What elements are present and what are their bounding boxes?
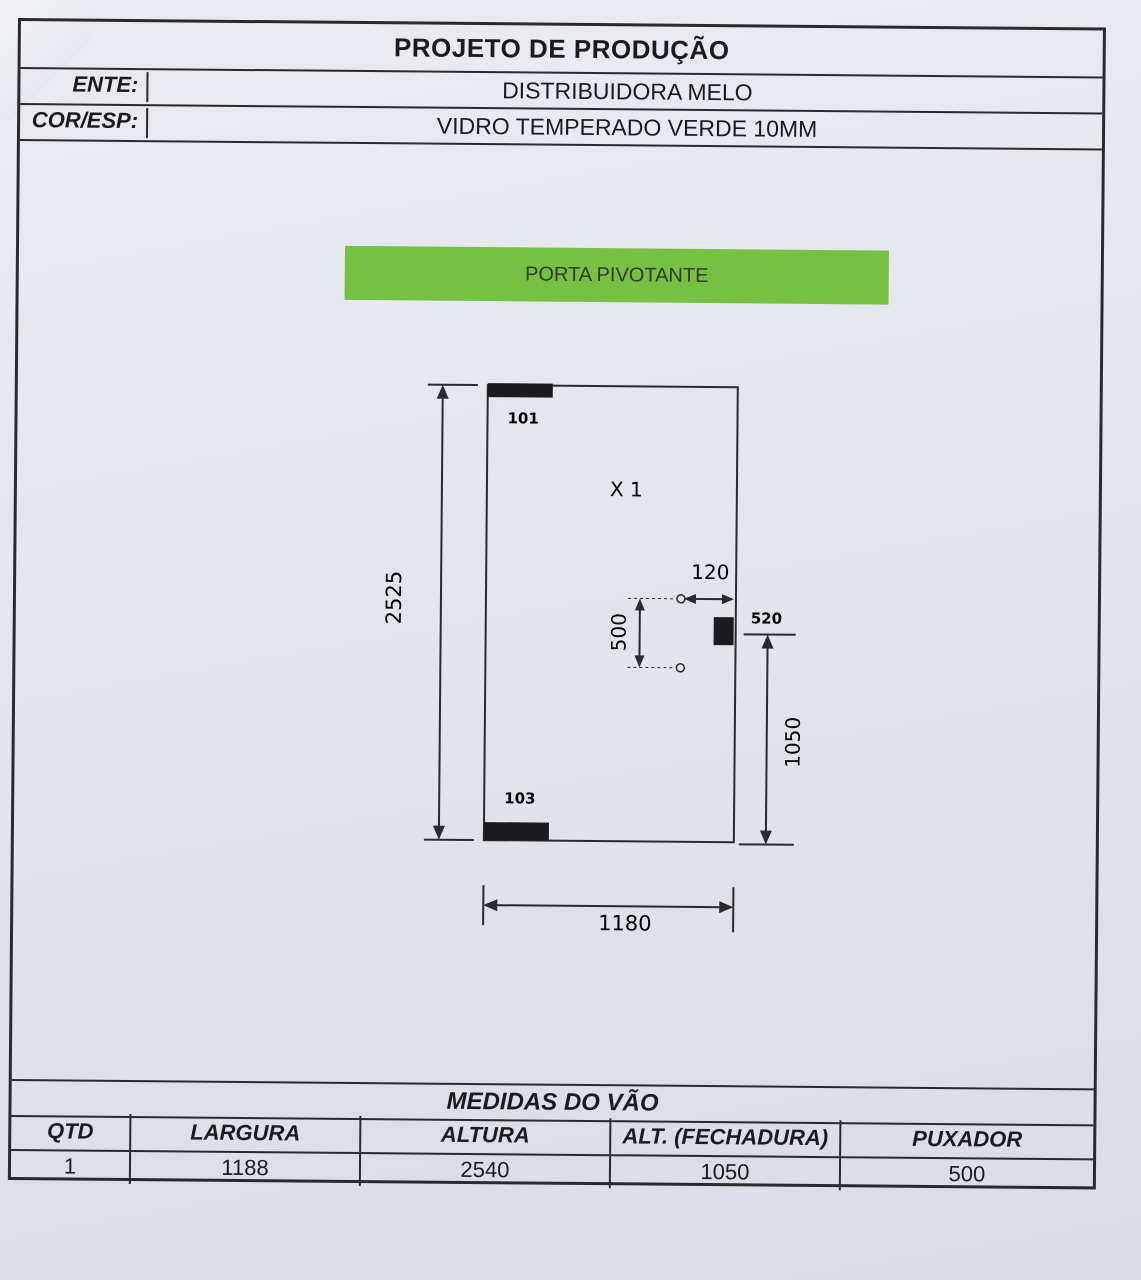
handle-hole-top [676,594,686,604]
bottom-hinge-label: 103 [504,789,535,807]
col-header: ALTURA [361,1116,610,1157]
col-header: QTD [11,1112,130,1153]
height-dimension-line [437,392,444,832]
measures-grid: QTD 1 LARGURA 1188 ALTURA 2540 ALT. (FEC… [10,1112,1094,1192]
lock-code-label: 520 [751,609,782,627]
col-altura: ALTURA 2540 [360,1116,612,1189]
col-puxador: PUXADOR 500 [841,1120,1094,1192]
measures-table: MEDIDAS DO VÃO QTD 1 LARGURA 1188 ALTURA… [10,1078,1094,1192]
lock-block [713,617,734,646]
top-hinge-plate [487,383,553,398]
handle-offset-label: 120 [691,560,729,584]
col-qtd: QTD 1 [10,1112,132,1185]
top-hinge-label: 101 [507,409,538,427]
door-outline [482,384,739,844]
width-dimension-label: 1180 [598,911,652,935]
col-value: 500 [948,1161,986,1187]
height-dimension-label: 2525 [382,571,406,625]
col-value: 1 [63,1153,77,1179]
col-header: PUXADOR [841,1120,1094,1161]
lock-height-line [764,642,769,837]
col-header: LARGURA [131,1114,360,1155]
col-largura: LARGURA 1188 [130,1114,362,1187]
quantity-mark: X 1 [610,477,643,501]
handle-length-label: 500 [606,613,630,651]
col-header: ALT. (FECHADURA) [611,1118,840,1159]
col-value: 1188 [221,1154,269,1181]
col-value: 1050 [700,1159,750,1185]
col-alt-fechadura: ALT. (FECHADURA) 1050 [610,1118,842,1191]
handle-hole-bottom [675,663,686,673]
door-drawing: 101 103 X 1 2525 1180 500 [382,383,805,936]
folded-corner [0,0,95,120]
width-dimension-line [491,904,726,909]
lock-height-label: 1050 [780,717,804,768]
bottom-hinge-plate [483,822,549,841]
document-frame: PROJETO DE PRODUÇÃO ENTE: DISTRIBUIDORA … [7,18,1106,1192]
col-value: 2540 [460,1156,510,1183]
